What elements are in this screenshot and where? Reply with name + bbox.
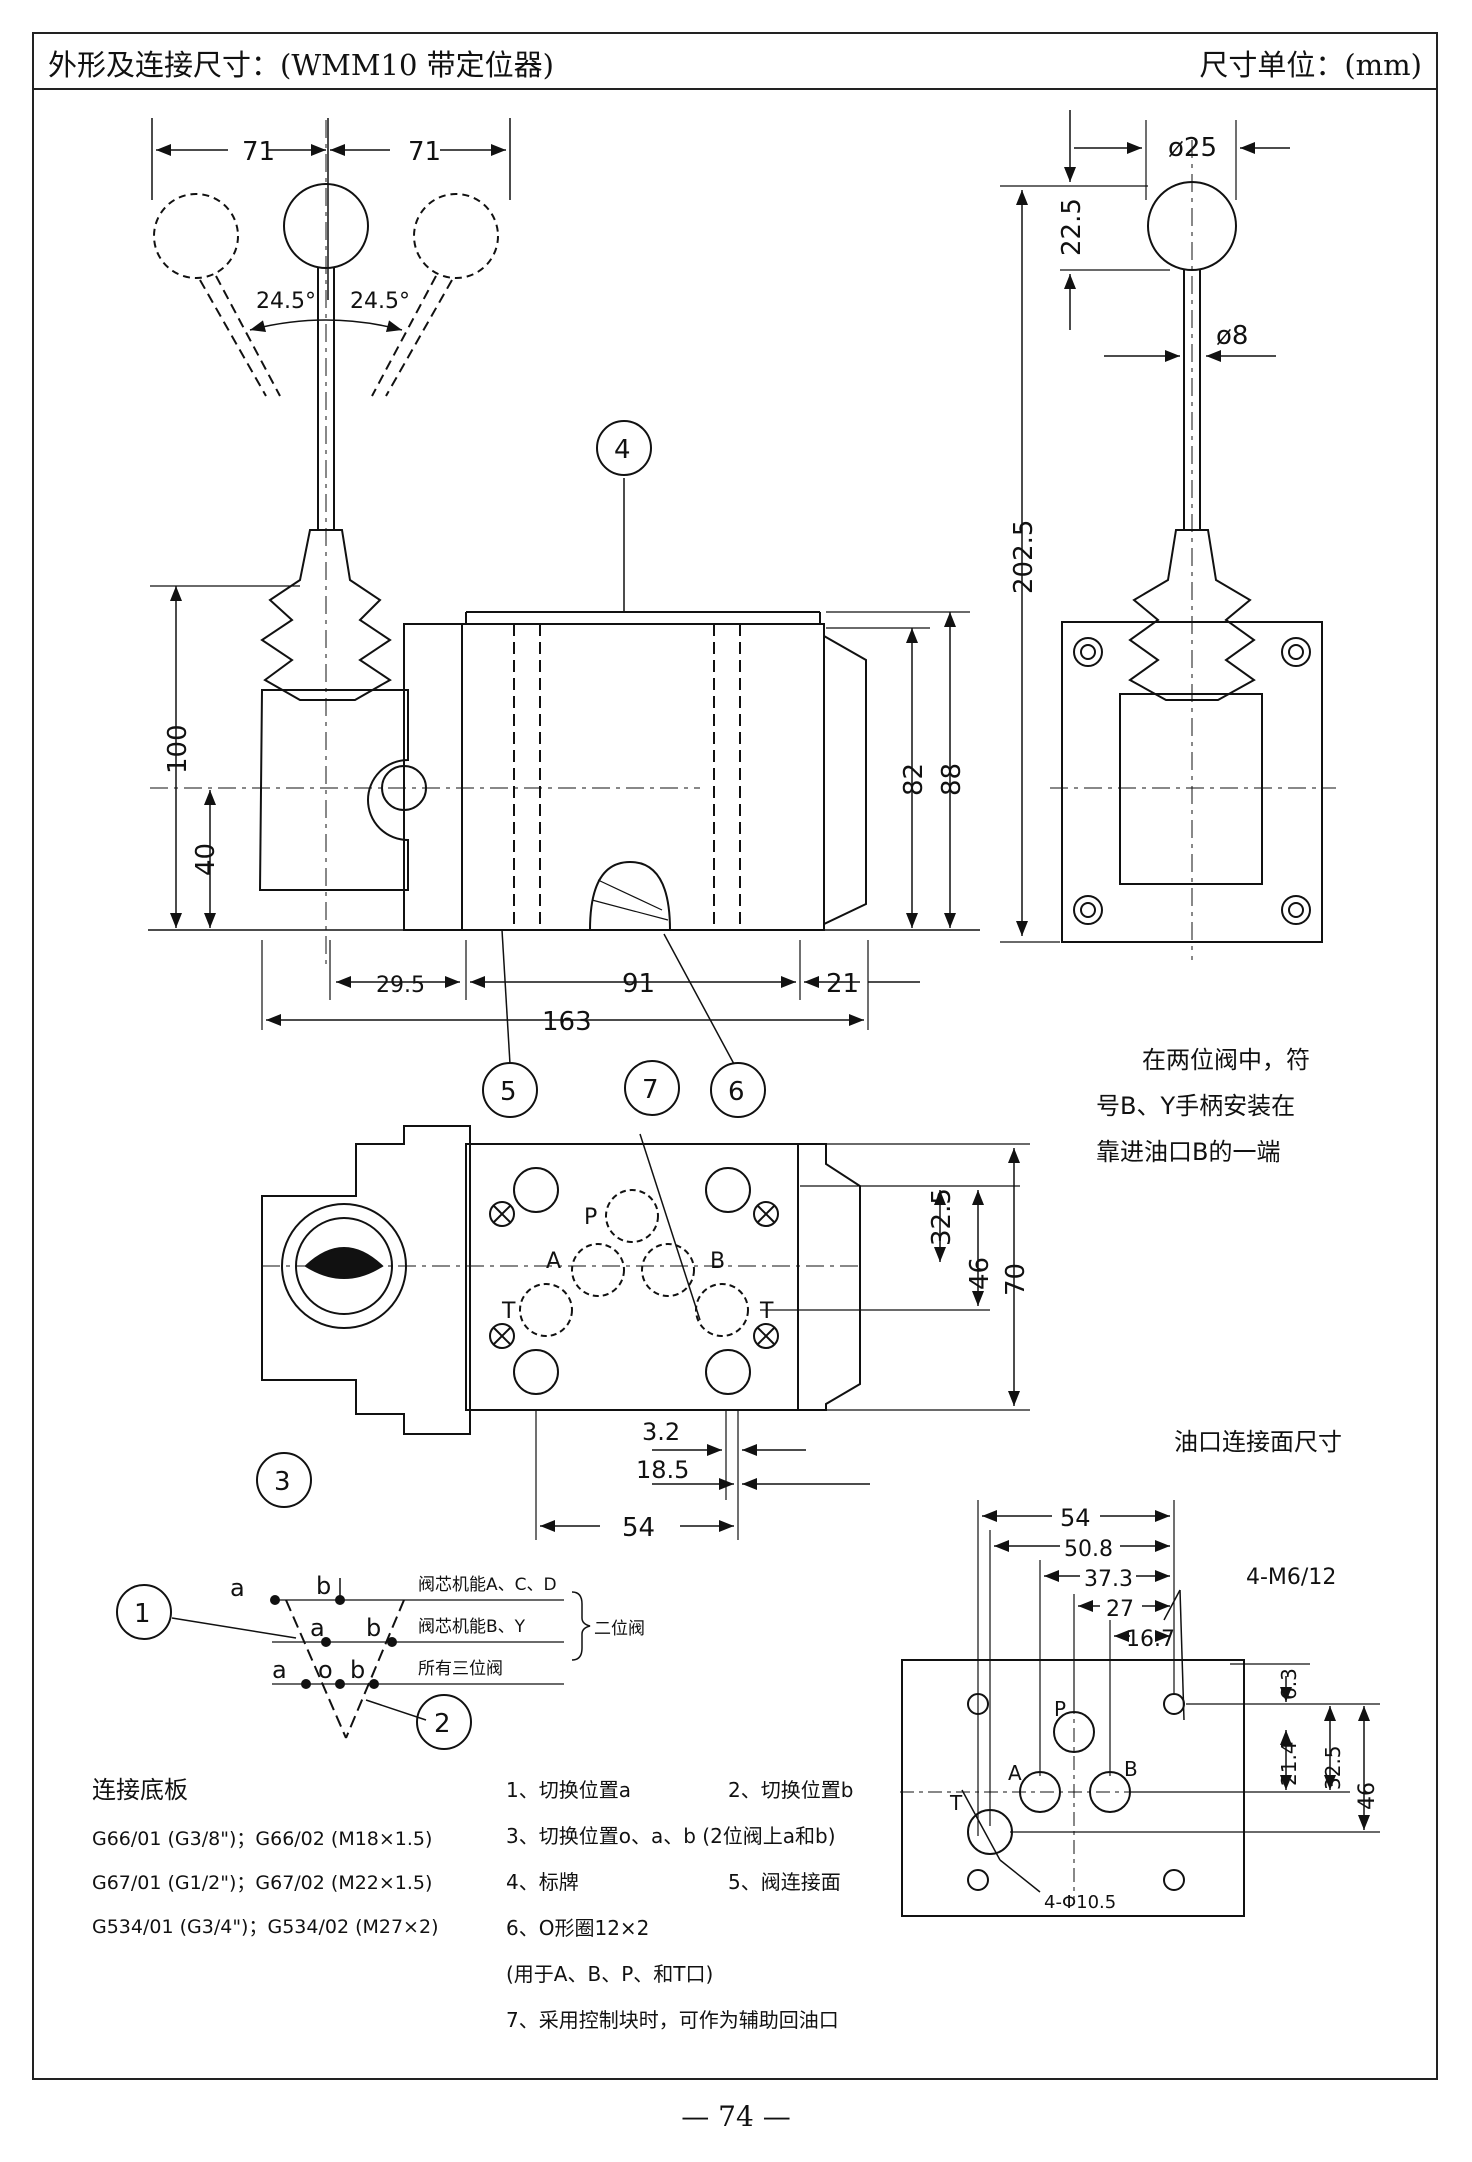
pf-dim-46: 46 — [1355, 1782, 1380, 1810]
pf-dim-27: 27 — [1106, 1597, 1134, 1622]
callout-3 — [256, 1452, 312, 1508]
legend-item-1: 1、切换位置a — [506, 1778, 631, 1802]
switch-diagram — [171, 1578, 591, 1739]
dim-18-5: 18.5 — [636, 1456, 689, 1484]
dim-70: 70 — [1001, 1263, 1031, 1296]
note-line-2: 号B、Y手柄安装在 — [1096, 1092, 1295, 1120]
pf-dim-37-3: 37.3 — [1084, 1567, 1133, 1592]
pf-dim-hole: 4-Φ10.5 — [1044, 1892, 1116, 1913]
port-b: B — [710, 1249, 725, 1274]
legend-item-7: 7、采用控制块时，可作为辅助回油口 — [506, 2008, 839, 2032]
sw-b1: b — [316, 1572, 331, 1600]
dim-46: 46 — [965, 1257, 995, 1290]
port-t-left: T — [501, 1299, 516, 1324]
port-p: P — [584, 1205, 597, 1230]
pf-dim-50-8: 50.8 — [1064, 1537, 1113, 1562]
callout-label-7: 7 — [642, 1075, 659, 1105]
sw-brace-label: 二位阀 — [594, 1619, 645, 1639]
pf-dim-m6: 4-M6/12 — [1246, 1565, 1336, 1590]
pf-port-a: A — [1008, 1761, 1022, 1785]
subplate-line-1: G66/01 (G3/8")；G66/02 (M18×1.5) — [92, 1828, 433, 1850]
pf-port-p: P — [1054, 1697, 1066, 1721]
sw-row2-label: 阀芯机能B、Y — [418, 1617, 526, 1637]
callout-label-4: 4 — [614, 435, 631, 465]
page-title: 外形及连接尺寸：(WMM10 带定位器) — [48, 48, 554, 82]
front-elevation — [148, 118, 980, 1065]
bottom-elevation — [261, 1125, 1030, 1540]
legend-item-2: 2、切换位置b — [728, 1778, 854, 1802]
port-t-right: T — [759, 1299, 774, 1324]
subplate-line-3: G534/01 (G3/4")；G534/02 (M27×2) — [92, 1916, 439, 1938]
sw-row1-label: 阀芯机能A、C、D — [418, 1575, 557, 1595]
dim-angle-right: 24.5° — [350, 289, 410, 314]
dim-d8: ø8 — [1216, 321, 1248, 351]
port-face — [900, 1500, 1380, 1917]
legend-item-4: 4、标牌 — [506, 1870, 579, 1894]
callout-label-3: 3 — [274, 1467, 291, 1497]
legend-item-3: 3、切换位置o、a、b (2位阀上a和b) — [506, 1824, 836, 1848]
sw-a3: a — [272, 1656, 287, 1684]
pf-dim-6-3: 6.3 — [1277, 1668, 1301, 1700]
callout-4 — [596, 420, 652, 476]
sw-b2: b — [366, 1614, 381, 1642]
pf-port-b: B — [1124, 1757, 1138, 1781]
callout-2 — [416, 1694, 472, 1750]
dim-88: 88 — [937, 763, 967, 796]
pf-dim-32-5: 32.5 — [1321, 1745, 1345, 1790]
sw-a1: a — [230, 1574, 245, 1602]
callout-6 — [710, 1062, 766, 1118]
dim-54-bottom: 54 — [622, 1513, 655, 1543]
pf-dim-21-4: 21.4 — [1277, 1741, 1301, 1786]
dim-3-2: 3.2 — [642, 1418, 680, 1446]
subplate-line-2: G67/01 (G1/2")；G67/02 (M22×1.5) — [92, 1872, 433, 1894]
legend-item-6: 6、O形圈12×2 — [506, 1916, 650, 1940]
sw-a2: a — [310, 1614, 325, 1642]
callout-label-2: 2 — [434, 1709, 451, 1739]
note-line-3: 靠进油口B的一端 — [1096, 1138, 1280, 1166]
side-elevation — [1000, 110, 1336, 960]
dim-40: 40 — [191, 843, 221, 876]
header-row: 外形及连接尺寸：(WMM10 带定位器) 尺寸单位：(mm) — [32, 32, 1438, 90]
dim-71-left: 71 — [242, 137, 275, 167]
pf-dim-16-7: 16.7 — [1126, 1627, 1175, 1652]
dim-82: 82 — [899, 763, 929, 796]
dim-21: 21 — [826, 969, 859, 999]
dim-163: 163 — [542, 1007, 592, 1037]
callout-5 — [482, 1062, 538, 1118]
pf-port-t: T — [949, 1791, 963, 1815]
pf-dim-54: 54 — [1060, 1504, 1091, 1532]
sw-b3: b — [350, 1656, 365, 1684]
port-a: A — [546, 1249, 561, 1274]
legend-item-6b: (用于A、B、P、和T口) — [506, 1962, 714, 1986]
callout-label-5: 5 — [500, 1077, 517, 1107]
unit-label: 尺寸单位：(mm) — [1199, 48, 1422, 82]
page-frame — [32, 32, 1438, 2080]
dim-d25: ø25 — [1168, 133, 1217, 163]
dim-angle-left: 24.5° — [256, 289, 316, 314]
subplate-title: 连接底板 — [92, 1776, 188, 1804]
callout-label-6: 6 — [728, 1077, 745, 1107]
callout-1 — [116, 1584, 172, 1640]
note-line-1: 在两位阀中，符 — [1142, 1046, 1310, 1074]
dim-91: 91 — [622, 969, 655, 999]
port-face-title: 油口连接面尺寸 — [1174, 1428, 1342, 1456]
sw-o3: o — [318, 1656, 333, 1684]
callout-label-1: 1 — [134, 1599, 151, 1629]
callout-7 — [624, 1060, 680, 1116]
dim-22-5: 22.5 — [1057, 198, 1087, 256]
page-number: — 74 — — [681, 2100, 791, 2133]
dim-71-right: 71 — [408, 137, 441, 167]
dim-202-5: 202.5 — [1009, 520, 1039, 594]
dim-29-5: 29.5 — [376, 973, 425, 998]
sw-row3-label: 所有三位阀 — [418, 1659, 503, 1679]
dim-32-5: 32.5 — [927, 1188, 957, 1246]
dim-100: 100 — [163, 724, 193, 774]
legend-item-5: 5、阀连接面 — [728, 1870, 841, 1894]
